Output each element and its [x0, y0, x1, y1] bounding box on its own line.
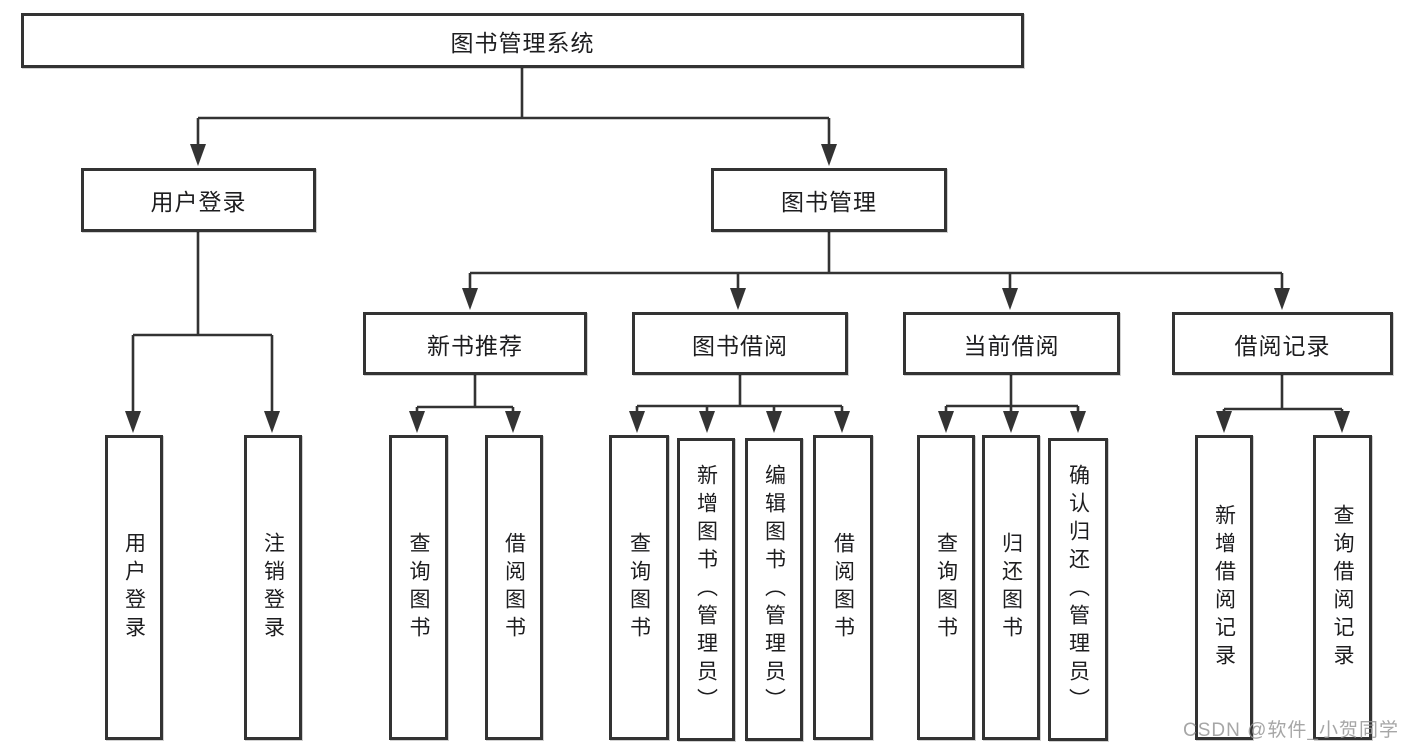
node-book-borrow-label: 图书借阅 [692, 332, 788, 359]
node-book-borrow: 图书借阅 [632, 312, 848, 375]
node-book-management: 图书管理 [711, 168, 947, 232]
node-book-management-label: 图书管理 [781, 189, 877, 215]
node-borrow-records: 借阅记录 [1172, 312, 1393, 375]
node-current-borrow: 当前借阅 [903, 312, 1120, 375]
leaf-logout: 注销登录 [244, 435, 302, 740]
leaf-borrow-books-recommend: 借阅图书 [485, 435, 543, 740]
node-current-borrow-label: 当前借阅 [963, 332, 1060, 359]
leaf-edit-book-admin: 编辑图书（管理员） [745, 438, 803, 741]
node-new-book-recommend-label: 新书推荐 [427, 332, 523, 359]
leaf-query-books-borrow-label: 查询图书 [627, 531, 651, 644]
leaf-query-books-borrow: 查询图书 [609, 435, 669, 740]
node-user-login: 用户登录 [81, 168, 316, 232]
leaf-query-books-recommend-label: 查询图书 [407, 531, 430, 644]
leaf-query-borrow-record-label: 查询借阅记录 [1331, 503, 1354, 672]
node-new-book-recommend: 新书推荐 [363, 312, 587, 375]
csdn-watermark: CSDN @软件_小贺同学 [1183, 720, 1399, 741]
leaf-add-borrow-record: 新增借阅记录 [1195, 435, 1253, 740]
leaf-borrow-books-label: 借阅图书 [831, 531, 855, 644]
leaf-user-login-label: 用户登录 [122, 531, 146, 644]
leaf-return-book: 归还图书 [982, 435, 1040, 740]
leaf-add-book-admin-label: 新增图书（管理员） [694, 463, 718, 716]
leaf-query-books-current: 查询图书 [917, 435, 975, 740]
leaf-query-books-recommend: 查询图书 [389, 435, 448, 740]
node-borrow-records-label: 借阅记录 [1234, 332, 1331, 359]
node-user-login-label: 用户登录 [150, 189, 247, 215]
leaf-borrow-books-recommend-label: 借阅图书 [502, 531, 526, 644]
node-root-label: 图书管理系统 [450, 29, 595, 56]
leaf-user-login: 用户登录 [105, 435, 163, 740]
arrowheads [125, 144, 1350, 433]
leaf-logout-label: 注销登录 [261, 531, 285, 644]
leaf-add-book-admin: 新增图书（管理员） [677, 438, 735, 741]
leaf-add-borrow-record-label: 新增借阅记录 [1212, 503, 1236, 672]
leaf-confirm-return-admin-label: 确认归还（管理员） [1066, 463, 1090, 716]
leaf-return-book-label: 归还图书 [999, 531, 1023, 644]
leaf-query-borrow-record: 查询借阅记录 [1313, 435, 1372, 740]
leaf-confirm-return-admin: 确认归还（管理员） [1048, 438, 1108, 741]
leaf-query-books-current-label: 查询图书 [934, 531, 958, 644]
leaf-edit-book-admin-label: 编辑图书（管理员） [762, 463, 786, 716]
leaf-borrow-books: 借阅图书 [813, 435, 873, 740]
node-root-library-system: 图书管理系统 [21, 13, 1024, 68]
